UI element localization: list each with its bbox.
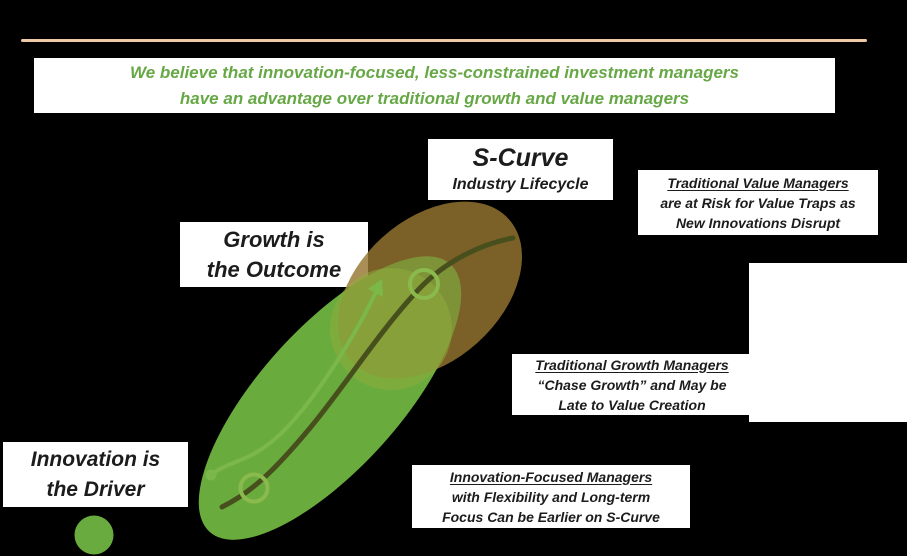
curve-marker-ring-upper — [408, 268, 440, 300]
value-managers-line-2: are at Risk for Value Traps as — [660, 194, 856, 211]
growth-outcome-line-2: the Outcome — [206, 256, 342, 282]
innovation-managers-title: Innovation-Focused Managers — [449, 468, 653, 485]
innovation-managers-line-3: Focus Can be Earlier on S-Curve — [442, 508, 660, 525]
thesis-line-2: have an advantage over traditional growt… — [179, 88, 690, 108]
curve-marker-ring-lower — [238, 472, 270, 504]
growth-managers-note: Traditional Growth Managers “Chase Growt… — [512, 354, 752, 415]
innovation-driver-line-1: Innovation is — [30, 447, 161, 471]
innovation-driver-label: Innovation is the Driver — [3, 442, 188, 507]
arrow-start-dot — [205, 469, 217, 481]
growth-outcome-line-1: Growth is — [223, 226, 325, 252]
thesis-banner: We believe that innovation-focused, less… — [34, 58, 835, 113]
innovation-arrow-head — [368, 279, 383, 297]
value-managers-line-3: New Innovations Disrupt — [675, 214, 841, 231]
top-divider-line — [21, 39, 867, 42]
innovation-driver-line-2: the Driver — [46, 477, 145, 501]
growth-managers-title: Traditional Growth Managers — [535, 356, 729, 373]
empty-white-panel — [749, 263, 907, 422]
innovation-arrow-line — [210, 288, 379, 476]
growth-outcome-label: Growth is the Outcome — [180, 222, 368, 287]
value-managers-note: Traditional Value Managers are at Risk f… — [638, 170, 878, 235]
scurve-subtitle: Industry Lifecycle — [452, 175, 589, 193]
thesis-line-1: We believe that innovation-focused, less… — [129, 62, 739, 82]
driver-green-dot — [74, 515, 114, 555]
growth-managers-line-2: “Chase Growth” and May be — [537, 376, 727, 393]
innovation-managers-note: Innovation-Focused Managers with Flexibi… — [412, 465, 690, 528]
value-managers-title: Traditional Value Managers — [667, 174, 849, 191]
innovation-managers-line-2: with Flexibility and Long-term — [451, 488, 651, 505]
scurve-title-card: S-Curve Industry Lifecycle — [428, 139, 613, 200]
scurve-title: S-Curve — [472, 143, 569, 172]
growth-managers-line-3: Late to Value Creation — [558, 396, 706, 413]
